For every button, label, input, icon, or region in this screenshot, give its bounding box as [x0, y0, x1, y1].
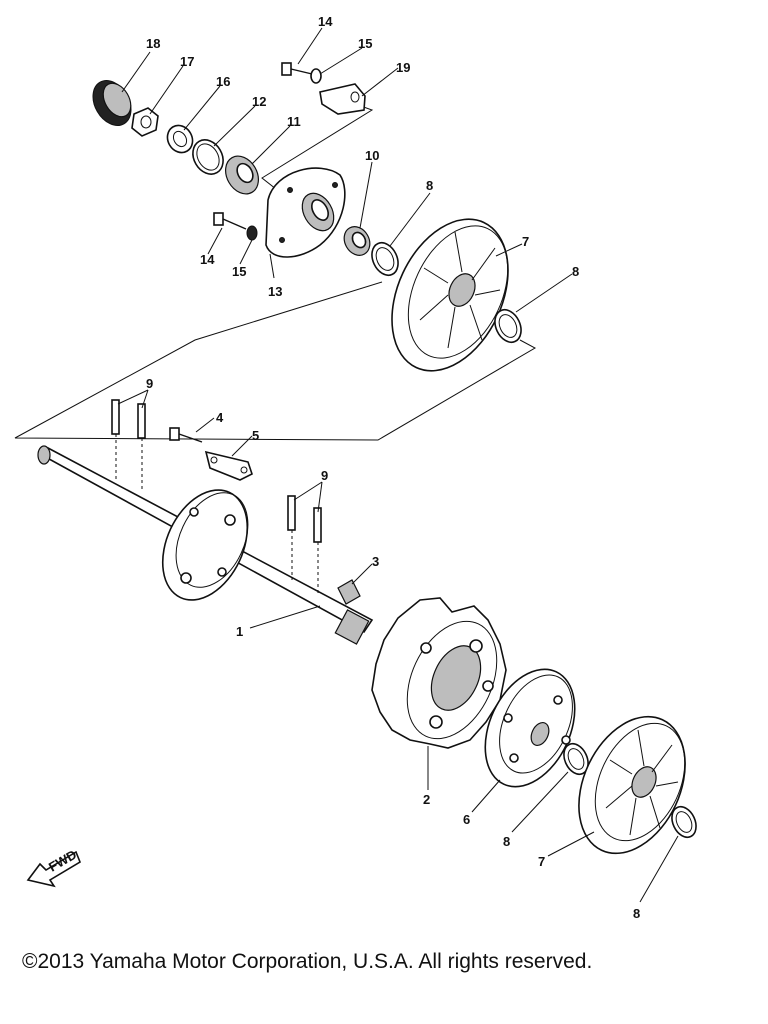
- part-14-bolt-upper: [281, 62, 313, 76]
- callout-1: 1: [236, 624, 243, 639]
- part-16-washer: [166, 124, 194, 154]
- part-7-idler-wheel-lower: [578, 715, 686, 855]
- part-8-ring-lower-left: [563, 742, 589, 776]
- callout-19: 19: [396, 60, 410, 75]
- part-18-gear-cap: [92, 80, 132, 126]
- part-13-bearing-housing: [265, 167, 346, 258]
- part-1-flange: [161, 489, 249, 601]
- callout-8-right: 8: [572, 264, 579, 279]
- part-8-ring-lower-right: [671, 805, 697, 839]
- part-5-bracket: [204, 450, 253, 481]
- part-11-bearing: [225, 155, 259, 195]
- part-19-bracket: [319, 83, 366, 115]
- part-12-circlip: [192, 139, 224, 175]
- callout-14-upper: 14: [318, 14, 333, 29]
- callout-16: 16: [216, 74, 230, 89]
- part-3-collar: [337, 579, 361, 605]
- part-7-idler-wheel-upper: [391, 218, 509, 372]
- part-8-ring-upper: [371, 241, 399, 277]
- callout-12: 12: [252, 94, 266, 109]
- part-8-ring-right: [494, 308, 522, 344]
- callout-10: 10: [365, 148, 379, 163]
- part-15-washer-upper: [310, 68, 322, 84]
- callout-numbers: 18 17 16 12 11 14 15 19 10 8 7 8 13 14 1…: [146, 14, 640, 921]
- part-14-bolt-lower: [213, 212, 247, 230]
- callout-8-upper: 8: [426, 178, 433, 193]
- callout-2: 2: [423, 792, 430, 807]
- part-15-washer-lower: [246, 225, 258, 241]
- callout-4: 4: [216, 410, 224, 425]
- callout-15-lower: 15: [232, 264, 246, 279]
- callout-13: 13: [268, 284, 282, 299]
- callout-7-lower: 7: [538, 854, 545, 869]
- part-10-seal: [343, 226, 371, 256]
- callout-17: 17: [180, 54, 194, 69]
- part-9-pins-left: [111, 399, 146, 492]
- fwd-arrow-icon: FWD: [26, 847, 81, 888]
- callout-18: 18: [146, 36, 160, 51]
- callout-5: 5: [252, 428, 259, 443]
- callout-11: 11: [287, 114, 301, 129]
- leader-lines: [117, 27, 679, 903]
- callout-9-left: 9: [146, 376, 153, 391]
- part-9-pins-right: [287, 495, 322, 594]
- part-4-bolt: [169, 427, 203, 443]
- callout-7-upper: 7: [522, 234, 529, 249]
- callout-6: 6: [463, 812, 470, 827]
- callout-8-lower-left: 8: [503, 834, 510, 849]
- callout-14-lower: 14: [200, 252, 215, 267]
- part-2-sprocket: [371, 597, 507, 749]
- alignment-line-wheel: [14, 281, 537, 441]
- copyright-notice: ©2013 Yamaha Motor Corporation, U.S.A. A…: [22, 950, 593, 973]
- callout-15-upper: 15: [358, 36, 372, 51]
- callout-8-lower-right: 8: [633, 906, 640, 921]
- callout-9-right: 9: [321, 468, 328, 483]
- part-17-nut: [131, 107, 159, 137]
- callout-3: 3: [372, 554, 379, 569]
- part-6-plate: [484, 668, 576, 788]
